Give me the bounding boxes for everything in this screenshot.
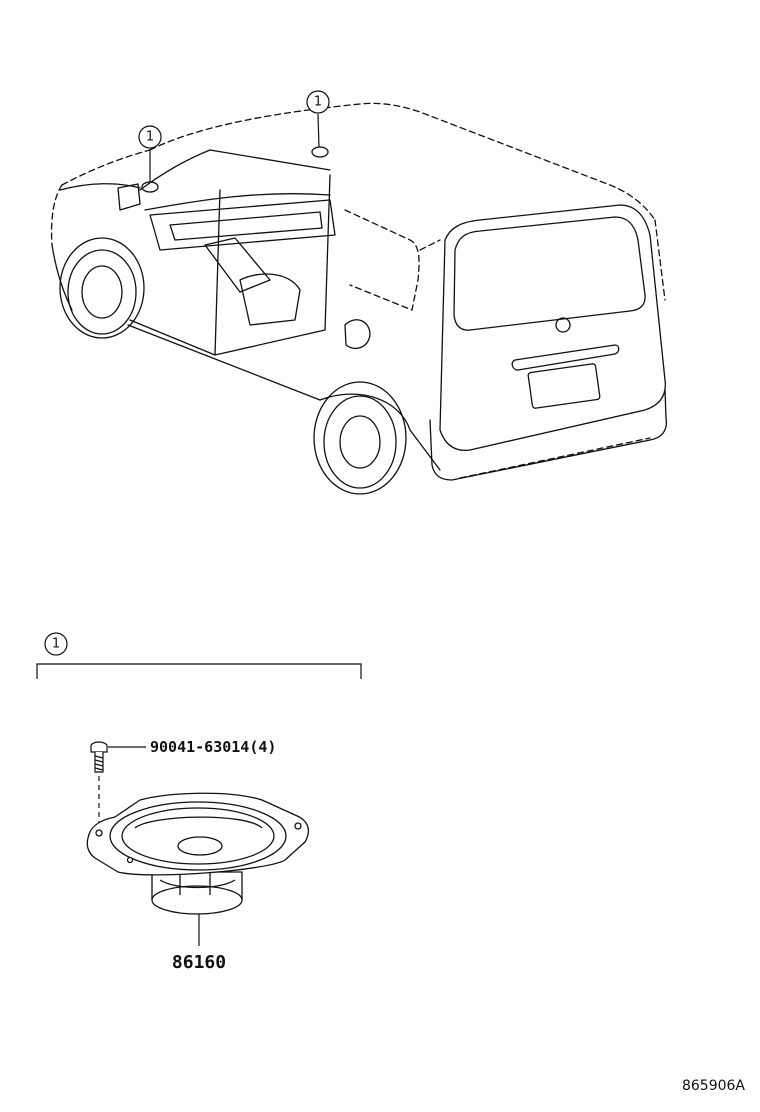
vehicle-illustration bbox=[50, 102, 668, 495]
center-console bbox=[204, 237, 271, 293]
dashboard-inner bbox=[169, 211, 323, 241]
speaker-position-rear bbox=[311, 146, 329, 158]
rear-window bbox=[453, 216, 646, 331]
callout-car-right: 1 bbox=[306, 90, 330, 114]
bolt-drawing bbox=[90, 741, 108, 773]
roof-outline bbox=[149, 102, 656, 221]
door-frame bbox=[214, 174, 331, 356]
rear-side-window bbox=[344, 209, 420, 311]
rear-bumper bbox=[429, 389, 668, 481]
license-plate-area bbox=[527, 363, 601, 409]
seat-outline bbox=[239, 273, 301, 326]
callout-car-left-number: 1 bbox=[146, 130, 154, 145]
rear-emblem bbox=[555, 317, 571, 333]
rear-quarter bbox=[419, 239, 441, 251]
callout-car-right-number: 1 bbox=[314, 95, 322, 110]
figure-code: 865906A bbox=[682, 1078, 745, 1094]
speaker-part-number: 86160 bbox=[172, 952, 226, 973]
rear-wheel-hub bbox=[339, 415, 381, 469]
body-side-lower bbox=[319, 393, 441, 471]
callout-car-left: 1 bbox=[138, 125, 162, 149]
group-bracket bbox=[36, 663, 362, 679]
callout-group-header: 1 bbox=[44, 632, 68, 656]
rear-pillar bbox=[654, 219, 666, 301]
side-mirror bbox=[117, 183, 141, 211]
front-wheel-arch bbox=[59, 237, 145, 339]
rear-wheel-arch bbox=[313, 381, 407, 495]
fuel-lid bbox=[344, 319, 371, 349]
bolt-part-number: 90041-63014(4) bbox=[150, 738, 276, 756]
windshield-lower bbox=[144, 193, 331, 211]
car-callout-leaders bbox=[149, 113, 320, 182]
rear-hatch bbox=[439, 204, 666, 451]
rear-bumper-dashed bbox=[459, 437, 651, 479]
a-pillar bbox=[139, 149, 331, 191]
roof-front-edge bbox=[61, 149, 151, 186]
front-wheel-tire bbox=[67, 249, 137, 335]
callout-group-number: 1 bbox=[52, 637, 60, 652]
dashboard bbox=[149, 199, 336, 251]
hood-line bbox=[59, 183, 141, 191]
front-door bbox=[129, 319, 326, 356]
front-wheel-hub bbox=[81, 265, 123, 319]
hood-outline bbox=[50, 184, 63, 246]
rear-garnish bbox=[511, 344, 620, 371]
speaker-drawing bbox=[86, 792, 309, 915]
rocker-panel bbox=[127, 324, 321, 401]
rear-wheel-tire bbox=[323, 395, 397, 489]
